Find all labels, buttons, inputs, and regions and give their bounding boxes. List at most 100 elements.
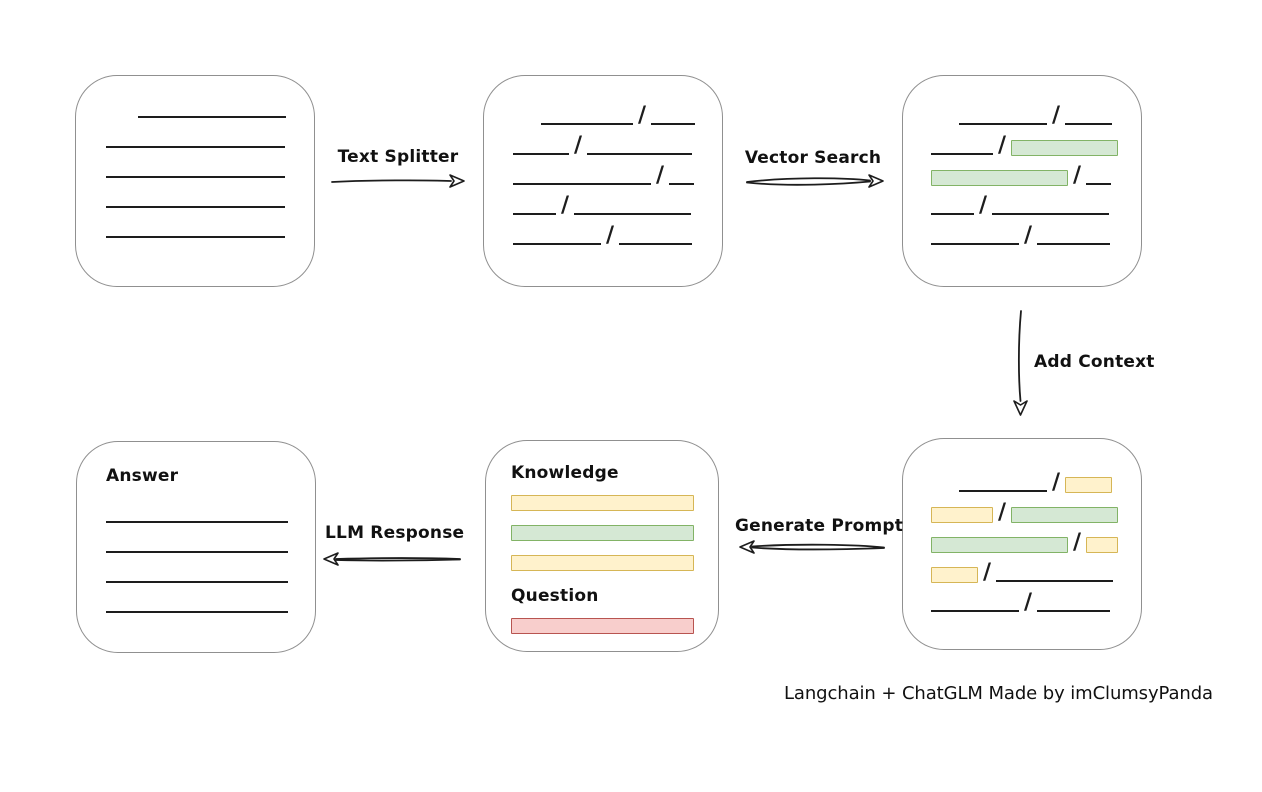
text-line [931,153,993,155]
chunk-row [511,608,718,638]
text-line [1086,183,1112,185]
text-line [959,123,1047,125]
text-line [513,213,556,215]
green-highlight-box [931,537,1068,553]
text-line [992,213,1110,215]
chunk-row: / [513,216,722,248]
text-line [931,610,1019,612]
slash-separator: / [638,103,647,128]
yellow-highlight-box [511,495,694,511]
text-line [619,243,693,245]
document-lines [76,76,314,239]
yellow-highlight-box [1086,537,1119,553]
slash-separator: / [606,223,615,248]
chunk-row: / [513,156,722,187]
chunk-row [106,119,314,149]
slash-separator: / [1024,590,1033,615]
slash-separator: / [574,133,583,158]
yellow-highlight-box [931,507,993,523]
green-highlight-box [511,525,694,541]
text-line [513,153,569,155]
knowledge-bars [511,485,718,575]
question-label: Question [511,586,599,606]
generate-prompt-arrow [739,540,885,554]
text-line [651,123,696,125]
slash-separator: / [1073,163,1082,188]
slash-separator: / [998,500,1007,525]
text-line [106,236,285,238]
slash-separator: / [561,193,570,218]
chunk-row [106,524,315,554]
text-line [106,521,288,523]
red-highlight-box [511,618,694,634]
generate-prompt-label: Generate Prompt [735,516,904,536]
slash-separator: / [983,560,992,585]
text-line [669,183,695,185]
text-line [1037,243,1111,245]
chunks-node: ///// [483,75,723,287]
add-context-label: Add Context [1034,352,1155,372]
text-line [106,581,288,583]
chunk-row: / [931,463,1141,495]
slash-separator: / [998,133,1007,158]
prompt-node: Knowledge Question [485,440,719,652]
vector-match-lines: ///// [903,76,1141,248]
footer-credit: Langchain + ChatGLM Made by imClumsyPand… [784,683,1213,704]
chunk-row [511,485,718,515]
llm-response-arrow [323,552,461,566]
slash-separator: / [1073,530,1082,555]
answer-node: Answer [76,441,316,653]
text-line [1037,610,1111,612]
text-splitter-label: Text Splitter [337,147,459,167]
chunk-lines: ///// [484,76,722,248]
text-line [959,490,1047,492]
chunk-row: / [931,523,1141,555]
text-line [106,176,285,178]
answer-lines [106,494,315,614]
text-line [513,243,601,245]
chunk-row: / [931,96,1141,128]
slash-separator: / [1052,470,1061,495]
green-highlight-box [931,170,1068,186]
text-line [931,243,1019,245]
indent-gap [513,125,541,126]
slash-separator: / [1024,223,1033,248]
chunk-row: / [931,493,1141,525]
chunk-row: / [931,553,1141,585]
vector-matches-node: ///// [902,75,1142,287]
text-line [574,213,692,215]
text-line [106,146,285,148]
yellow-highlight-box [931,567,978,583]
slash-separator: / [1052,103,1061,128]
chunk-row [106,179,314,209]
knowledge-label: Knowledge [511,463,619,483]
chunk-row [106,554,315,584]
text-line [931,213,974,215]
green-highlight-box [1011,140,1119,156]
text-line [106,206,285,208]
vector-search-label: Vector Search [744,148,882,168]
document-node [75,75,315,287]
text-splitter-arrow [331,174,465,188]
indent-gap [931,125,959,126]
text-line [541,123,633,125]
chunk-row: / [931,583,1141,615]
text-line [1065,123,1113,125]
indent-gap [931,492,959,493]
chunk-row [106,494,315,524]
chunk-row: / [513,96,722,128]
question-bars [511,608,718,638]
chunk-row: / [931,186,1141,217]
text-line [138,116,286,118]
add-context-arrow [1013,310,1028,416]
chunk-row [106,89,314,119]
text-line [513,183,651,185]
text-line [587,153,693,155]
chunk-row: / [513,186,722,218]
answer-label: Answer [106,466,179,486]
chunk-row: / [931,156,1141,188]
text-line [996,580,1114,582]
chunk-row [106,209,314,239]
text-line [106,611,288,613]
